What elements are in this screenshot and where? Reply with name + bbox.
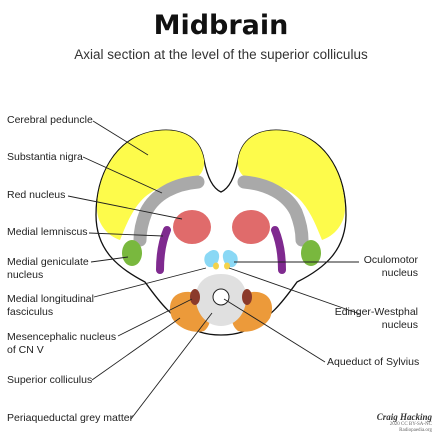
aqueduct-of-sylvius [212, 288, 230, 306]
credit-signature: Craig Hacking 2020 CC BY-SA-NC Radiopaed… [377, 412, 432, 434]
label-edinger-westphal: Edinger-Westphal nucleus [335, 306, 418, 332]
label-periaqueductal: Periaqueductal grey matter [7, 412, 134, 424]
label-mesencephalic-line1: Mesencephalic nucleus [7, 331, 117, 343]
label-superior-colliculus: Superior colliculus [7, 374, 93, 386]
label-oculomotor-line1: Oculomotor [363, 254, 418, 266]
label-medial-geniculate: Medial geniculate nucleus [7, 256, 89, 282]
credit-site: Radiopaedia.org [399, 428, 432, 433]
label-oculomotor-line2: nucleus [381, 267, 418, 279]
medial-geniculate-left [122, 240, 142, 266]
mesencephalic-nucleus-left [190, 289, 200, 305]
cerebral-peduncle-left [97, 130, 205, 240]
red-nucleus-left [173, 210, 211, 244]
red-nucleus-right [232, 210, 270, 244]
label-edinger-line1: Edinger-Westphal [334, 306, 418, 318]
medial-lemniscus-right [271, 226, 286, 274]
label-medial-geniculate-line2: nucleus [7, 269, 44, 281]
label-mesencephalic-line2: of CN V [7, 344, 44, 356]
leader-medial-lemniscus [88, 232, 164, 237]
leader-mesencephalic [117, 298, 193, 337]
leader-cerebral-peduncle [92, 120, 149, 156]
credit-license: 2020 CC BY-SA-NC [389, 422, 432, 427]
medial-geniculate-right [301, 240, 321, 266]
page-title: Midbrain [153, 10, 289, 41]
label-cerebral-peduncle: Cerebral peduncle [7, 114, 93, 126]
label-red-nucleus: Red nucleus [7, 189, 66, 201]
label-mlf: Medial longitudinal fasciculus [7, 293, 94, 319]
label-medial-lemniscus: Medial lemniscus [7, 226, 88, 238]
page-subtitle: Axial section at the level of the superi… [74, 47, 368, 62]
leader-edinger-westphal [228, 267, 361, 315]
label-mlf-line2: fasciculus [7, 306, 54, 318]
edinger-westphal-left [213, 262, 219, 270]
label-substantia-nigra: Substantia nigra [7, 151, 83, 163]
label-medial-geniculate-line1: Medial geniculate [7, 256, 89, 268]
credit-signature-name: Craig Hacking [376, 412, 432, 422]
edinger-westphal-right [224, 262, 230, 270]
leader-medial-geniculate [90, 256, 129, 263]
medial-lemniscus-left [156, 226, 171, 274]
cerebral-peduncle-right [237, 130, 345, 240]
leader-periaqueductal [130, 312, 213, 420]
leader-mlf [93, 267, 207, 298]
leader-substantia-nigra [82, 156, 163, 194]
label-mlf-line1: Medial longitudinal [7, 293, 94, 305]
label-edinger-line2: nucleus [381, 319, 418, 331]
label-oculomotor-nucleus: Oculomotor nucleus [364, 254, 418, 280]
substantia-nigra-right [237, 175, 309, 247]
leader-aqueduct [223, 298, 326, 363]
label-aqueduct-of-sylvius: Aqueduct of Sylvius [327, 356, 420, 368]
leader-superior-colliculus [91, 317, 181, 381]
leader-red-nucleus [67, 195, 183, 220]
label-mesencephalic-nucleus: Mesencephalic nucleus of CN V [7, 331, 116, 357]
mesencephalic-nucleus-right [242, 289, 252, 305]
